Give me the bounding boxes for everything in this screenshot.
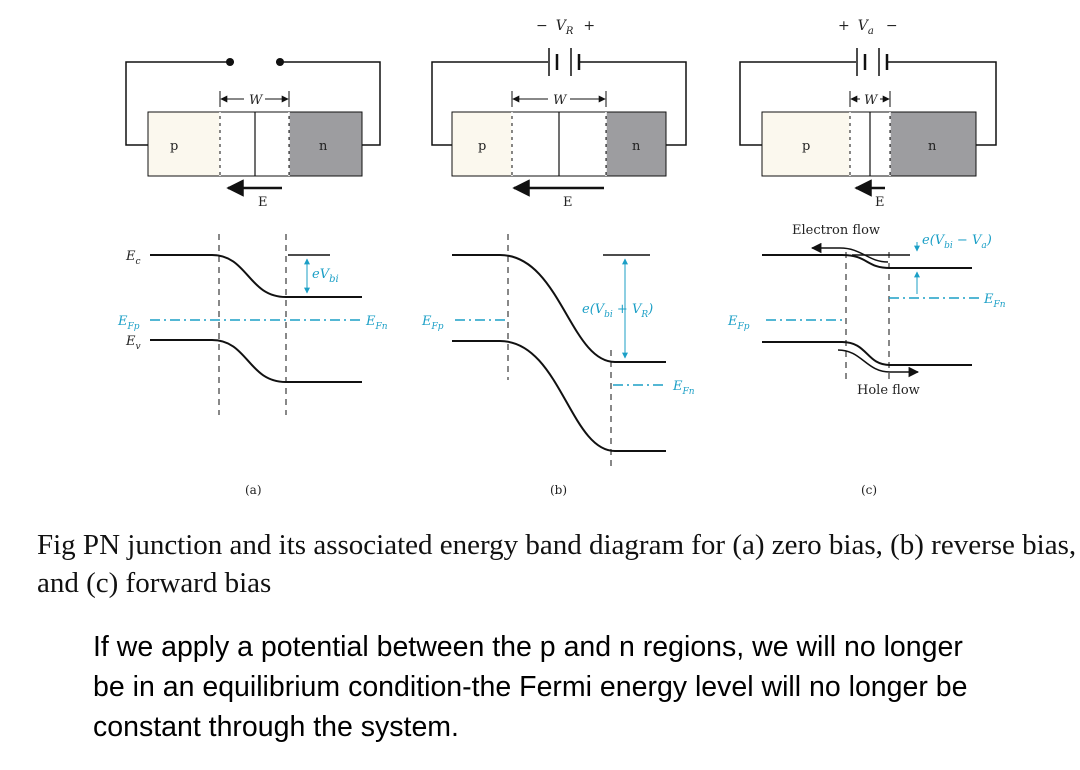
width-label: W [249,93,264,108]
p-region [761,111,851,177]
n-region [288,111,363,177]
efn-label: EFn [672,379,695,397]
efp-label: EFp [117,314,140,332]
valence-band-a [150,339,362,383]
p-region [451,111,513,177]
hole-flow-label: Hole flow [857,383,920,398]
circuit-wire-c [739,61,997,146]
battery-c [856,48,889,76]
circuit-wire-b [431,61,687,146]
p-region [147,111,221,177]
source-label-c: +Va− [838,18,898,37]
panel-label-b: (b) [550,483,567,497]
panel-label-a: (a) [245,483,262,497]
field-label: E [258,195,268,210]
conduction-band-a [150,254,362,298]
n-region [605,111,667,177]
valence-band-c [762,341,972,366]
width-label: W [553,93,568,108]
figure-caption: Fig PN junction and its associated energ… [37,529,1077,599]
ec-label: Ec [125,249,141,267]
efn-label: EFn [365,314,388,332]
efn-label: EFn [983,292,1006,310]
n-label: n [928,139,937,154]
electron-flow-arrow [810,242,889,263]
open-terminal-right [276,58,284,66]
n-label: n [632,139,641,154]
efp-label: EFp [421,314,444,332]
barrier-label-b: e(Vbi + VR) [582,302,653,320]
electron-flow-label: Electron flow [792,223,880,238]
barrier-label-c: e(Vbi − Va) [922,233,992,251]
n-region [889,111,977,177]
battery-b [548,48,581,76]
valence-band-b [452,340,666,452]
conduction-band-c [762,254,972,269]
barrier-label-a: eVbi [312,267,339,285]
panel-b: −VR+ p n W E e(Vbi [421,18,695,497]
p-label: p [802,139,810,154]
field-label: E [875,195,885,210]
field-label: E [563,195,573,210]
n-label: n [319,139,328,154]
hole-flow-arrow [837,349,920,378]
source-label-b: −VR+ [536,18,595,37]
efp-label: EFp [727,314,750,332]
open-terminal-left [226,58,234,66]
explanatory-text: If we apply a potential between the p an… [93,631,968,743]
panel-a: p n W E eVbi Ec Ev EFp EFn (a) [117,58,388,497]
panel-c: +Va− p n W E e [727,18,1006,497]
p-label: p [170,139,178,154]
p-label: p [478,139,486,154]
conduction-band-b [452,254,666,363]
pn-junction-figure: p n W E eVbi Ec Ev EFp EFn (a) −VR+ [117,18,1006,497]
panel-label-c: (c) [861,483,877,497]
width-label: W [864,93,879,108]
ev-label: Ev [125,334,141,352]
